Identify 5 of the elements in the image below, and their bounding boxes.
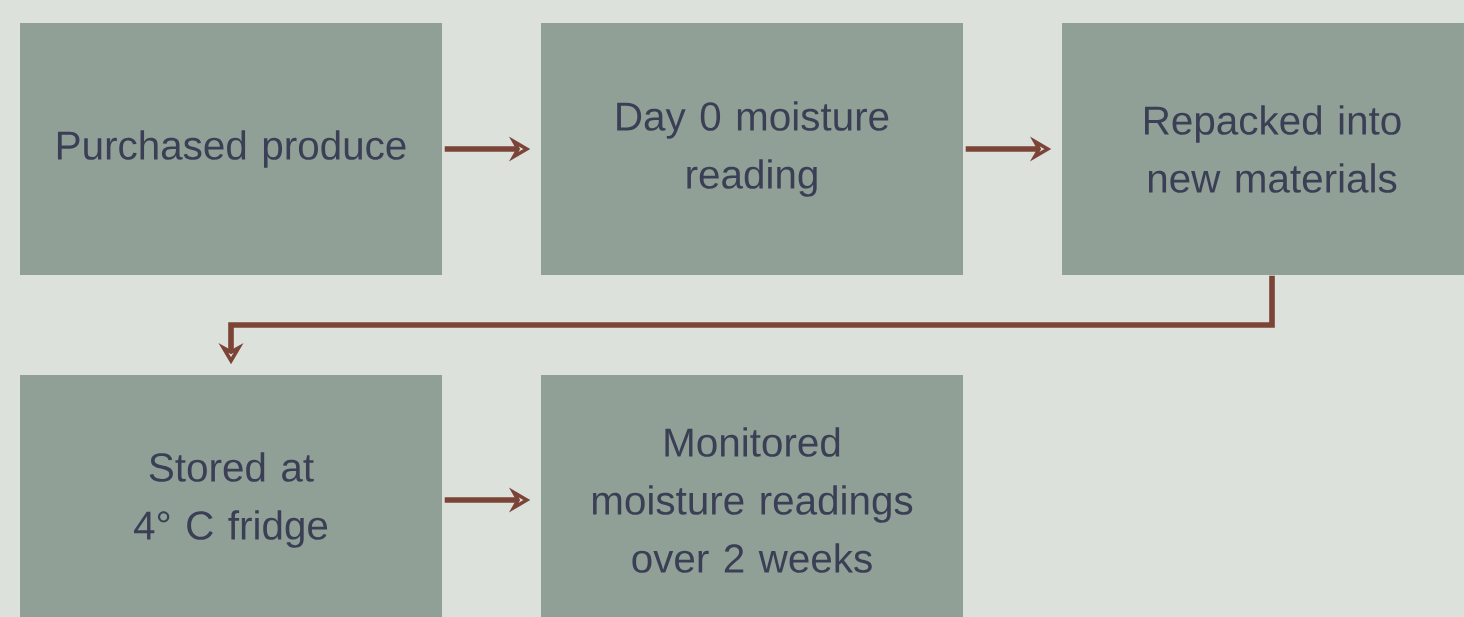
process-box: Repacked into new materials bbox=[1062, 23, 1464, 275]
process-box: Monitored moisture readings over 2 weeks bbox=[541, 375, 963, 617]
process-box: Purchased produce bbox=[20, 23, 442, 275]
process-box: Day 0 moisture reading bbox=[541, 23, 963, 275]
process-box: Stored at 4° C fridge bbox=[20, 375, 442, 617]
